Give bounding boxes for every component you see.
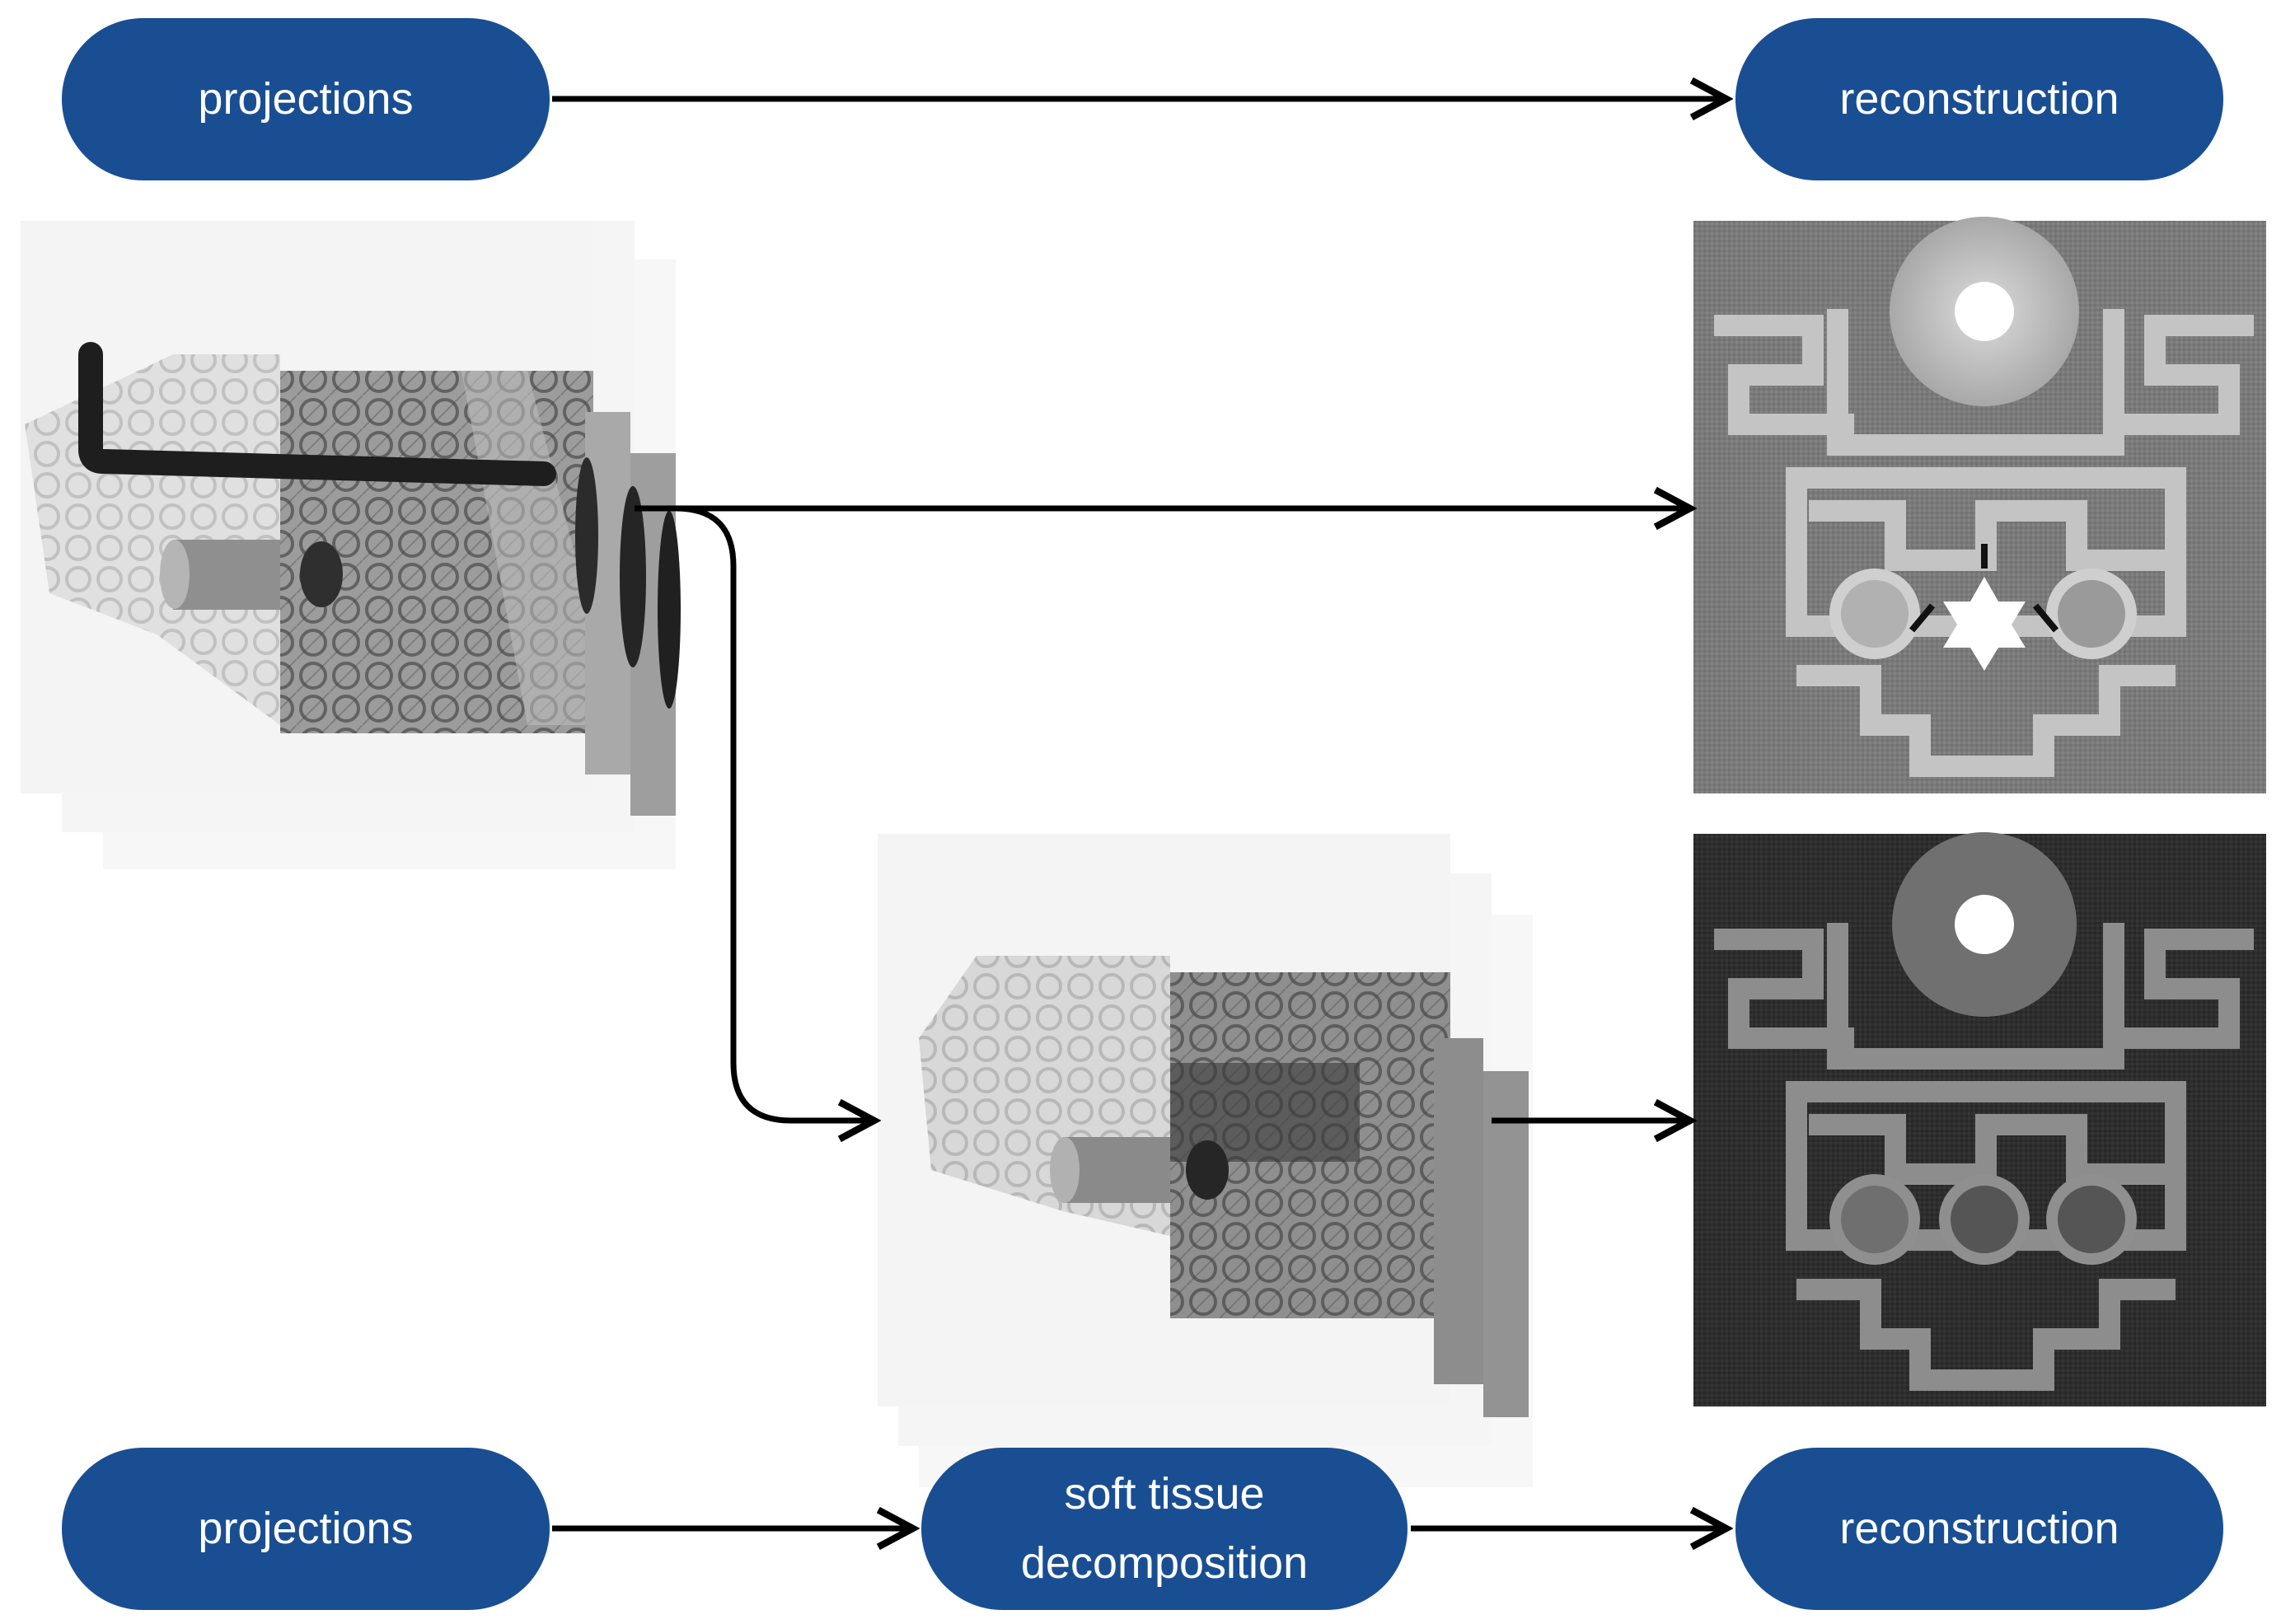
bottom-projections-pill: projections xyxy=(62,1448,550,1610)
top-reconstruction-pill: reconstruction xyxy=(1735,18,2223,180)
bottom-projections-label: projections xyxy=(198,1503,414,1553)
arrow-projections-to-soft-tissue-stack xyxy=(675,505,872,1121)
top-projections-label: projections xyxy=(198,73,414,124)
top-projections-pill: projections xyxy=(62,18,550,180)
projection-sheet-middle xyxy=(62,260,635,832)
decomposition-pill: soft tissue decomposition xyxy=(921,1448,1407,1610)
soft-projection-sheet-middle xyxy=(898,873,1492,1446)
projection-sheet-back xyxy=(103,297,676,869)
projection-sheet-edges xyxy=(575,221,681,869)
top-reconstruction-label: reconstruction xyxy=(1839,73,2119,124)
bottom-reconstruction-label: reconstruction xyxy=(1839,1503,2119,1553)
decomposition-label-line1: soft tissue xyxy=(1064,1468,1265,1519)
bottom-reconstruction-pill: reconstruction xyxy=(1735,1448,2223,1610)
projection-sheet-front xyxy=(21,221,593,793)
soft-projection-sheet-back xyxy=(919,915,1533,1487)
decomposition-label-line2: decomposition xyxy=(1020,1537,1309,1588)
soft-projection-sheet-front xyxy=(878,834,1450,1406)
soft-projection-sheet-edges xyxy=(1434,873,1533,1487)
